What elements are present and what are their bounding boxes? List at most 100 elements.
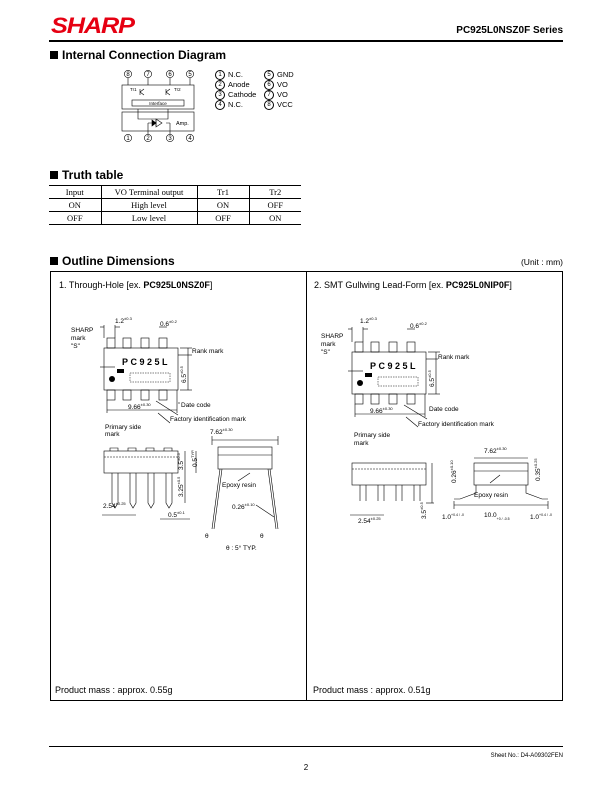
dim-2: 0.6±0.2 — [160, 319, 178, 328]
dim-6: 0.35±0.25 — [533, 458, 542, 481]
factory-mark-label: Factory identification mark — [170, 416, 247, 423]
primary-side-label: Primary side — [354, 432, 391, 439]
theta-note: θ : 5° TYP. — [226, 544, 257, 552]
icd-title-text: Internal Connection Diagram — [62, 48, 227, 62]
s-label: "S" — [321, 349, 331, 356]
pin-8-label: 8 — [126, 72, 130, 78]
outline-section-title: Outline Dimensions — [50, 254, 175, 268]
bullet-square-icon — [50, 257, 58, 265]
header-tr2: Tr2 — [248, 185, 301, 199]
pin-1-label: 1 — [126, 136, 130, 142]
header-input: Input — [49, 185, 102, 199]
dim-10: 0.5±0.1 — [168, 510, 186, 519]
dim-9: 2.54±0.25 — [103, 501, 126, 510]
dim-8: 3.5±0.5 — [419, 501, 428, 519]
table-row: ON High level ON OFF — [49, 198, 301, 212]
outline-divider — [306, 271, 307, 701]
rank-mark-label: Rank mark — [192, 348, 224, 355]
sharp-logo: SHARP — [51, 13, 135, 38]
pin-2-label: 2 — [146, 136, 150, 142]
dim-11: 0.26±0.10 — [232, 502, 255, 511]
sheet-number: Sheet No.: D4-A09302FEN — [490, 753, 563, 759]
dim-1: 1.2±0.3 — [360, 316, 378, 325]
icd-section-title: Internal Connection Diagram — [50, 48, 226, 62]
primary-side-label: Primary side — [105, 424, 142, 431]
epoxy-label: Epoxy resin — [222, 482, 256, 489]
mark-label: mark — [321, 341, 336, 348]
dim-3: 6.5±0.5 — [179, 365, 188, 383]
right-panel-title: 2. SMT Gullwing Lead-Form [ex. PC925L0NI… — [314, 280, 512, 290]
theta-left: θ — [205, 533, 209, 540]
dim-10: 1.0+0.4 / -0 — [442, 513, 464, 521]
outline-title-text: Outline Dimensions — [62, 254, 175, 268]
tr1-label: Tr1 — [130, 87, 137, 92]
sharp-mark-label: SHARP — [71, 327, 93, 334]
pin-4-label: 4 — [188, 136, 192, 142]
header-tr1: Tr1 — [196, 185, 250, 199]
dim-4: 9.66±0.30 — [370, 406, 393, 415]
dim-2: 0.6±0.2 — [410, 321, 428, 330]
right-product-mass: Product mass : approx. 0.51g — [313, 685, 431, 695]
date-code-label: Date code — [429, 406, 459, 413]
dim-6: 3.5±0.5 — [176, 452, 185, 470]
dim-5: 7.62±0.30 — [210, 427, 233, 436]
left-product-mass: Product mass : approx. 0.55g — [55, 685, 173, 695]
dim-7: 0.5TYP. — [190, 450, 199, 467]
unit-label: (Unit : mm) — [520, 257, 563, 267]
table-cell: OFF — [49, 211, 102, 225]
dim-1: 1.2±0.3 — [115, 316, 133, 325]
truth-table: Input VO Terminal output Tr1 Tr2 ON High… — [49, 185, 301, 225]
primary-mark-label: mark — [105, 431, 120, 438]
dim-5: 7.62±0.30 — [484, 446, 507, 455]
table-row: OFF Low level OFF ON — [49, 211, 301, 225]
truth-title-text: Truth table — [62, 168, 124, 182]
marking-text: PC925L — [370, 361, 418, 371]
dim-3: 6.5±0.5 — [427, 369, 436, 387]
dim-8: 3.25±0.5 — [176, 476, 185, 497]
mark-label: mark — [71, 335, 86, 342]
table-header-row: Input VO Terminal output Tr1 Tr2 — [49, 185, 301, 199]
page-number: 2 — [303, 763, 309, 772]
through-hole-drawing: PC925L SHARP mark "S" Rank mark Date cod… — [71, 316, 279, 552]
table-cell: High level — [100, 198, 198, 212]
bullet-square-icon — [50, 51, 58, 59]
header-vo: VO Terminal output — [100, 185, 198, 199]
primary-mark-label: mark — [354, 440, 369, 447]
footer-rule — [49, 746, 563, 747]
epoxy-label: Epoxy resin — [474, 492, 508, 499]
smt-gullwing-drawing: PC925L SHARP mark "S" Rank mark Date cod… — [321, 316, 552, 525]
dim-9: 2.54±0.25 — [358, 516, 381, 525]
sharp-mark-label: SHARP — [321, 333, 343, 340]
date-code-label: Date code — [181, 402, 211, 409]
dim-4: 9.66±0.30 — [128, 402, 151, 411]
dim-7: 0.26±0.10 — [449, 460, 458, 483]
pin-5-label: 5 — [188, 72, 192, 78]
left-panel-title: 1. Through-Hole [ex. PC925L0NSZ0F] — [59, 280, 213, 290]
table-cell: ON — [196, 198, 250, 212]
internal-connection-diagram: 8 7 6 5 1 2 3 4 Tr1 Tr2 Interface Amp. — [121, 70, 195, 142]
table-cell: ON — [49, 198, 102, 212]
pin-3-label: 3 — [168, 136, 172, 142]
table-cell: ON — [248, 211, 301, 225]
marking-text: PC925L — [122, 357, 170, 367]
header-rule — [49, 40, 563, 42]
series-title: PC925L0NSZ0F Series — [456, 25, 563, 36]
table-cell: OFF — [196, 211, 250, 225]
dim-12: 10.0+0 / -0.5 — [484, 512, 510, 521]
tr2-label: Tr2 — [174, 87, 181, 92]
pin-6-label: 6 — [168, 72, 172, 78]
factory-mark-label: Factory identification mark — [418, 421, 495, 428]
truth-section-title: Truth table — [50, 168, 123, 182]
interface-label: Interface — [149, 101, 167, 106]
table-cell: Low level — [100, 211, 198, 225]
